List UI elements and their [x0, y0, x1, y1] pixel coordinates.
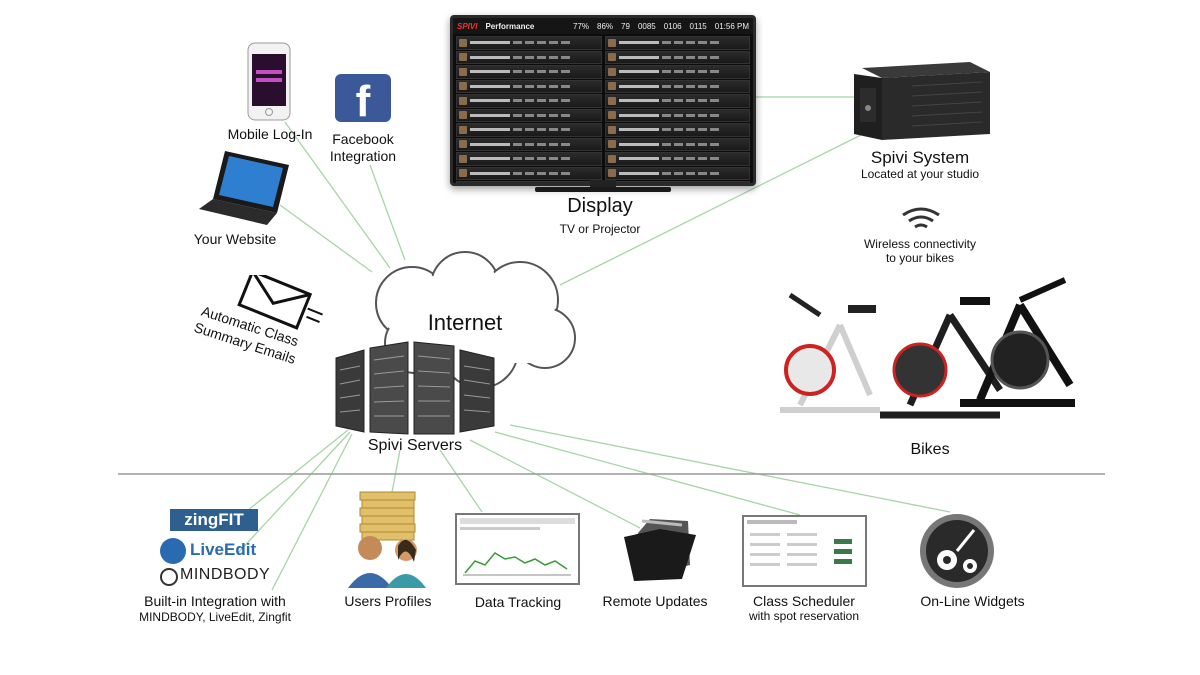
tv-leaderboard-row	[604, 166, 750, 180]
cloud-icon	[375, 251, 576, 389]
folder-update-icon	[624, 519, 696, 581]
tv-leaderboard-row	[456, 79, 602, 93]
tv-leaderboard-row	[456, 181, 602, 183]
display-title: Display	[567, 195, 633, 217]
connector-liveedit	[237, 431, 351, 554]
class-scheduler-label: Class Scheduler	[753, 593, 855, 609]
zingfit-logo: zingFIT	[170, 509, 258, 531]
liveedit-logo-icon	[160, 538, 186, 564]
mobile-phone-icon	[247, 42, 291, 121]
tv-title: Performance	[485, 21, 535, 31]
class-scheduler-sublabel: with spot reservation	[748, 609, 860, 623]
tv-logo: SPIVI	[457, 21, 478, 31]
gears-icon	[920, 514, 994, 588]
tv-stat: 79	[621, 21, 630, 31]
tv-leaderboard-row	[604, 50, 750, 64]
tv-leaderboard-row	[604, 36, 750, 50]
tv-leaderboard-row	[456, 36, 602, 50]
svg-text:f: f	[356, 77, 371, 123]
tv-leaderboard-row	[456, 137, 602, 151]
bikes-label: Bikes	[910, 441, 950, 458]
schedule-document-icon	[742, 515, 867, 587]
tv-stand-base	[535, 187, 671, 192]
internet-label: Internet	[427, 310, 503, 335]
tv-leaderboard-row	[604, 94, 750, 108]
connector-users	[391, 449, 401, 493]
connector-website	[279, 204, 373, 273]
integration-label-1: Built-in Integration with	[144, 593, 286, 609]
connector-remote	[469, 439, 641, 529]
connector-zingfit	[241, 429, 349, 516]
tv-leaderboard-row	[456, 123, 602, 137]
connector-data	[439, 449, 483, 513]
data-tracking-label: Data Tracking	[474, 594, 562, 610]
online-widgets-label: On-Line Widgets	[920, 593, 1025, 609]
integration-label-2: MINDBODY, LiveEdit, Zingfit	[139, 610, 291, 624]
liveedit-logo: LiveEdit	[190, 540, 257, 559]
tv-column-right	[604, 36, 750, 183]
display-screen: SPIVI Performance 77% 86% 79 0085 0106 0…	[450, 15, 756, 186]
spivi-system-subtitle: Located at your studio	[860, 167, 980, 181]
mindbody-logo: MINDBODY	[180, 566, 271, 583]
tv-leaderboard	[453, 34, 753, 183]
connector-facebook	[369, 164, 406, 261]
remote-updates-label: Remote Updates	[602, 593, 708, 609]
tv-leaderboard-row	[456, 65, 602, 79]
tv-time: 01:56 PM	[714, 21, 749, 31]
your-website-label: Your Website	[193, 231, 277, 247]
tv-leaderboard-row	[456, 108, 602, 122]
server-rack-icon	[335, 341, 495, 435]
spivi-servers-label: Spivi Servers	[367, 437, 463, 454]
computer-box-icon	[854, 62, 990, 140]
tv-leaderboard-row	[604, 108, 750, 122]
connector-mindbody	[271, 433, 353, 591]
tv-stand	[590, 180, 616, 188]
connector-widgets	[509, 424, 951, 513]
tv-column-left	[456, 36, 602, 183]
tv-stat: 86%	[597, 21, 614, 31]
wifi-icon	[902, 207, 940, 229]
tv-stat: 77%	[573, 21, 590, 31]
users-profiles-label: Users Profiles	[344, 593, 432, 609]
users-icon	[348, 491, 426, 588]
tv-leaderboard-row	[604, 65, 750, 79]
envelope-icon	[237, 275, 323, 330]
tv-stat: 0085	[637, 21, 656, 31]
tv-leaderboard-row	[604, 181, 750, 183]
tv-stat: 0115	[689, 21, 707, 31]
wireless-label-1: Wireless connectivity	[863, 237, 977, 251]
tv-leaderboard-row	[456, 94, 602, 108]
tv-leaderboard-row	[604, 152, 750, 166]
tv-leaderboard-row	[604, 123, 750, 137]
mindbody-logo-icon	[160, 568, 178, 586]
mobile-login-label: Mobile Log-In	[227, 126, 313, 142]
tv-leaderboard-row	[604, 137, 750, 151]
display-subtitle: TV or Projector	[559, 222, 641, 236]
connector-system	[559, 127, 876, 286]
tv-leaderboard-row	[456, 152, 602, 166]
tv-leaderboard-row	[456, 50, 602, 64]
facebook-icon: f	[335, 74, 391, 123]
tv-leaderboard-row	[456, 166, 602, 180]
laptop-icon	[199, 151, 289, 225]
spivi-system-title: Spivi System	[870, 148, 970, 167]
exercise-bike-icon	[780, 277, 1075, 419]
tv-header: SPIVI Performance 77% 86% 79 0085 0106 0…	[453, 18, 753, 34]
wireless-label-2: to your bikes	[885, 251, 955, 265]
tv-stat: 0106	[663, 21, 682, 31]
connector-mobile	[284, 121, 391, 269]
tv-leaderboard-row	[604, 79, 750, 93]
facebook-label-2: Integration	[329, 148, 397, 164]
chart-screen-icon	[455, 513, 580, 585]
facebook-label-1: Facebook	[332, 131, 394, 147]
